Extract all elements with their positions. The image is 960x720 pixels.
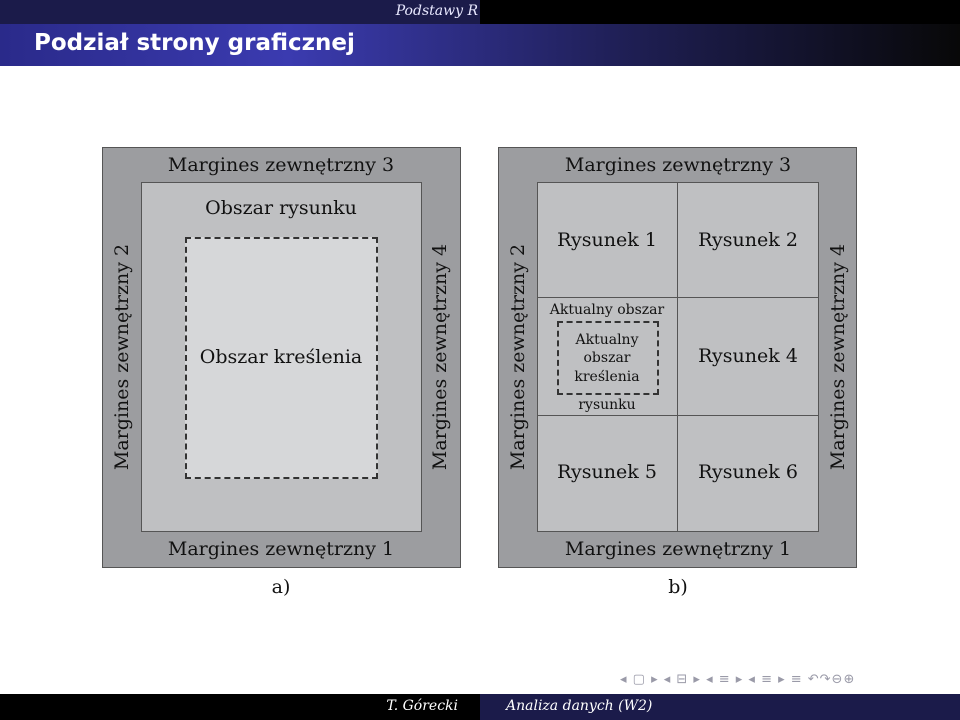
figure-4-label: Rysunek 4 <box>698 345 798 367</box>
current-plot-label-line-1: Aktualny <box>575 332 639 348</box>
figure-cell-2 <box>677 182 819 299</box>
outer-margin-2-label-b: Margines zewnętrzny 2 <box>507 243 529 471</box>
outer-margin-4-label-a: Margines zewnętrzny 4 <box>429 243 451 471</box>
figure-6-label: Rysunek 6 <box>698 461 798 483</box>
slide-header: Podstawy R Podział strony graficznej <box>0 0 960 66</box>
figure-cell-4 <box>677 297 819 417</box>
current-figure-label-bottom: rysunku <box>578 397 636 413</box>
footer-author: T. Górecki <box>386 698 458 714</box>
outer-margin-3-label-a: Margines zewnętrzny 3 <box>167 154 395 176</box>
outer-margin-1-label-a: Margines zewnętrzny 1 <box>167 538 395 560</box>
footer-title: Analiza danych (W2) <box>506 698 653 714</box>
figure-cell-5 <box>537 415 679 532</box>
outer-margin-4-label-b: Margines zewnętrzny 4 <box>827 243 849 471</box>
caption-a: a) <box>271 576 291 598</box>
current-plot-label-line-3: kreślenia <box>574 369 640 385</box>
outer-margin-1-label-b: Margines zewnętrzny 1 <box>564 538 792 560</box>
current-plot-region-b <box>557 321 659 395</box>
frame-title: Podział strony graficznej <box>34 30 355 56</box>
figure-5-label: Rysunek 5 <box>557 461 657 483</box>
slide-footer: T. Górecki Analiza danych (W2) <box>0 694 960 720</box>
figure-1-label: Rysunek 1 <box>557 229 657 251</box>
presentation-short-title[interactable]: Podstawy R <box>395 3 478 19</box>
plot-region-a <box>185 237 378 479</box>
figure-cell-1 <box>537 182 679 299</box>
plot-region-label-a: Obszar kreślenia <box>199 346 363 368</box>
footer-left-strip <box>0 694 480 720</box>
figure-region-label-a: Obszar rysunku <box>205 197 357 219</box>
footer-right-strip <box>480 694 960 720</box>
header-left-strip <box>0 0 480 24</box>
figure-cell-6 <box>677 415 819 532</box>
current-plot-label-line-2: obszar <box>583 350 631 366</box>
header-right-strip <box>480 0 960 24</box>
caption-b: b) <box>668 576 688 598</box>
figure-2-label: Rysunek 2 <box>698 229 798 251</box>
beamer-navigation-icons[interactable]: ◂ ▢ ▸ ◂ ⊟ ▸ ◂ ≡ ▸ ◂ ≡ ▸ ≡ ↶↷⊖⊕ <box>620 672 856 687</box>
current-figure-label-top: Aktualny obszar <box>549 302 665 318</box>
outer-margin-3-label-b: Margines zewnętrzny 3 <box>564 154 792 176</box>
outer-margin-2-label-a: Margines zewnętrzny 2 <box>111 243 133 471</box>
frame-title-bar <box>0 24 960 66</box>
